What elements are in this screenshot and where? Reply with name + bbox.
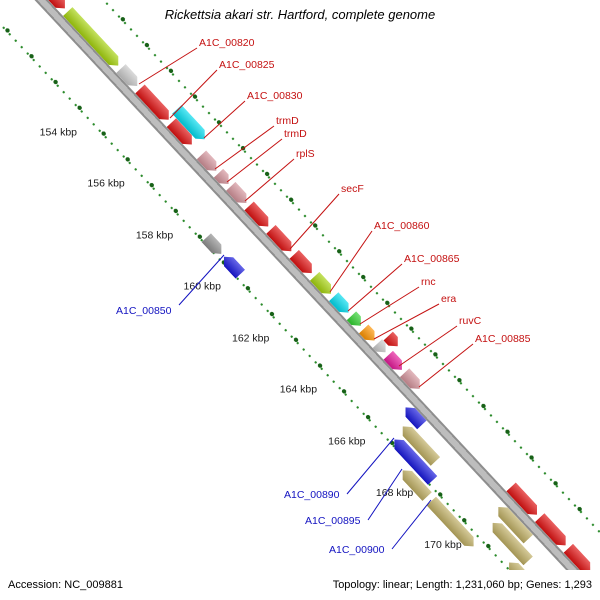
gene-label-A1C_00860[interactable]: A1C_00860 xyxy=(374,220,430,232)
ruler-label: 154 kbp xyxy=(39,125,77,138)
ruler-label: 166 kbp xyxy=(327,435,366,448)
gene-label-secF[interactable]: secF xyxy=(341,183,364,195)
gene-label-rplS[interactable]: rplS xyxy=(296,148,315,160)
accession-text: Accession: NC_009881 xyxy=(8,579,123,591)
gene-label-A1C_00830[interactable]: A1C_00830 xyxy=(247,90,303,102)
gene-label-A1C_00820[interactable]: A1C_00820 xyxy=(199,37,255,49)
ruler-label: 170 kbp xyxy=(424,538,462,551)
ruler-label: 164 kbp xyxy=(279,383,318,396)
gene-label-ruvC[interactable]: ruvC xyxy=(459,315,482,327)
genome-title: Rickettsia akari str. Hartford, complete… xyxy=(164,7,436,22)
ruler-label: 158 kbp xyxy=(135,229,173,242)
gene-label-A1C_00865[interactable]: A1C_00865 xyxy=(404,253,460,265)
genome-backbone xyxy=(14,0,600,600)
topology-summary-text: Topology: linear; Length: 1,231,060 bp; … xyxy=(332,579,592,591)
status-bar: Accession: NC_009881 Topology: linear; L… xyxy=(0,570,600,600)
ruler-label: 160 kbp xyxy=(183,280,222,293)
ruler-label: 156 kbp xyxy=(87,177,125,190)
gene-label-trmD[interactable]: trmD xyxy=(276,115,299,127)
gene-label-A1C_00900[interactable]: A1C_00900 xyxy=(329,544,385,556)
gene-label-A1C_00890[interactable]: A1C_00890 xyxy=(284,489,340,501)
gene-label-A1C_00885[interactable]: A1C_00885 xyxy=(475,333,531,345)
ruler-label: 168 kbp xyxy=(375,486,414,499)
gene-label-rnc[interactable]: rnc xyxy=(421,276,436,288)
gene-label-A1C_00825[interactable]: A1C_00825 xyxy=(219,59,275,71)
gene-label-trmD[interactable]: trmD xyxy=(284,128,307,140)
gene-label-A1C_00895[interactable]: A1C_00895 xyxy=(305,515,361,527)
ruler-label: 162 kbp xyxy=(231,332,270,345)
gene-label-era[interactable]: era xyxy=(441,293,457,305)
gene-arrow[interactable] xyxy=(383,332,402,351)
gene-label-A1C_00850[interactable]: A1C_00850 xyxy=(116,305,172,317)
